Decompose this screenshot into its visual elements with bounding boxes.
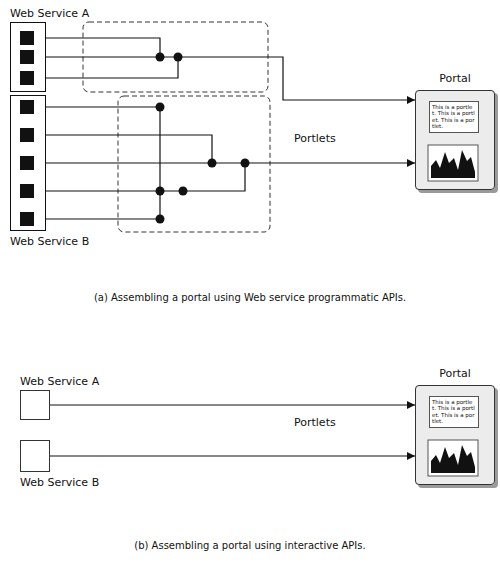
edge-label: Portlets <box>292 416 338 429</box>
connector-arrow <box>50 404 415 405</box>
node-heading: Portal <box>439 367 471 380</box>
wire <box>46 38 178 78</box>
chart-portlet <box>428 440 478 476</box>
portlet-text: This is a portlet. This is a portlet. Th… <box>432 104 476 129</box>
edge-label: Portlets <box>292 132 338 145</box>
web-service-box: Web Service A <box>10 22 46 92</box>
portal-fill <box>415 385 495 485</box>
figure-caption: (b) Assembling a portal using interactiv… <box>0 540 500 551</box>
aggregation-box <box>118 96 270 232</box>
web-service-box: Web Service A <box>20 390 50 420</box>
portal-fill <box>415 90 495 190</box>
node-heading: Web Service B <box>20 476 99 489</box>
web-service-box: Web Service B <box>10 95 46 231</box>
web-service-box: Web Service B <box>20 440 50 472</box>
connector-arrow <box>46 162 415 163</box>
node-heading: Web Service A <box>20 375 99 388</box>
portal-box: PortalThis is a portlet. This is a portl… <box>415 385 495 485</box>
node-heading: Portal <box>439 72 471 85</box>
operation-squares <box>20 100 34 226</box>
figure-caption: (a) Assembling a portal using Web servic… <box>0 292 500 303</box>
connector-arrow <box>46 57 415 100</box>
connector-arrow <box>50 455 415 456</box>
node-heading: Web Service B <box>10 235 89 248</box>
portlet-box: This is a portlet. This is a portlet. Th… <box>429 396 479 428</box>
chart-portlet <box>428 145 478 181</box>
portal-box: PortalThis is a portlet. This is a portl… <box>415 90 495 190</box>
operation-squares <box>20 31 34 85</box>
portlet-text: This is a portlet. This is a portlet. Th… <box>432 399 476 424</box>
node-heading: Web Service A <box>10 7 89 20</box>
portlet-box: This is a portlet. This is a portlet. Th… <box>429 101 479 133</box>
